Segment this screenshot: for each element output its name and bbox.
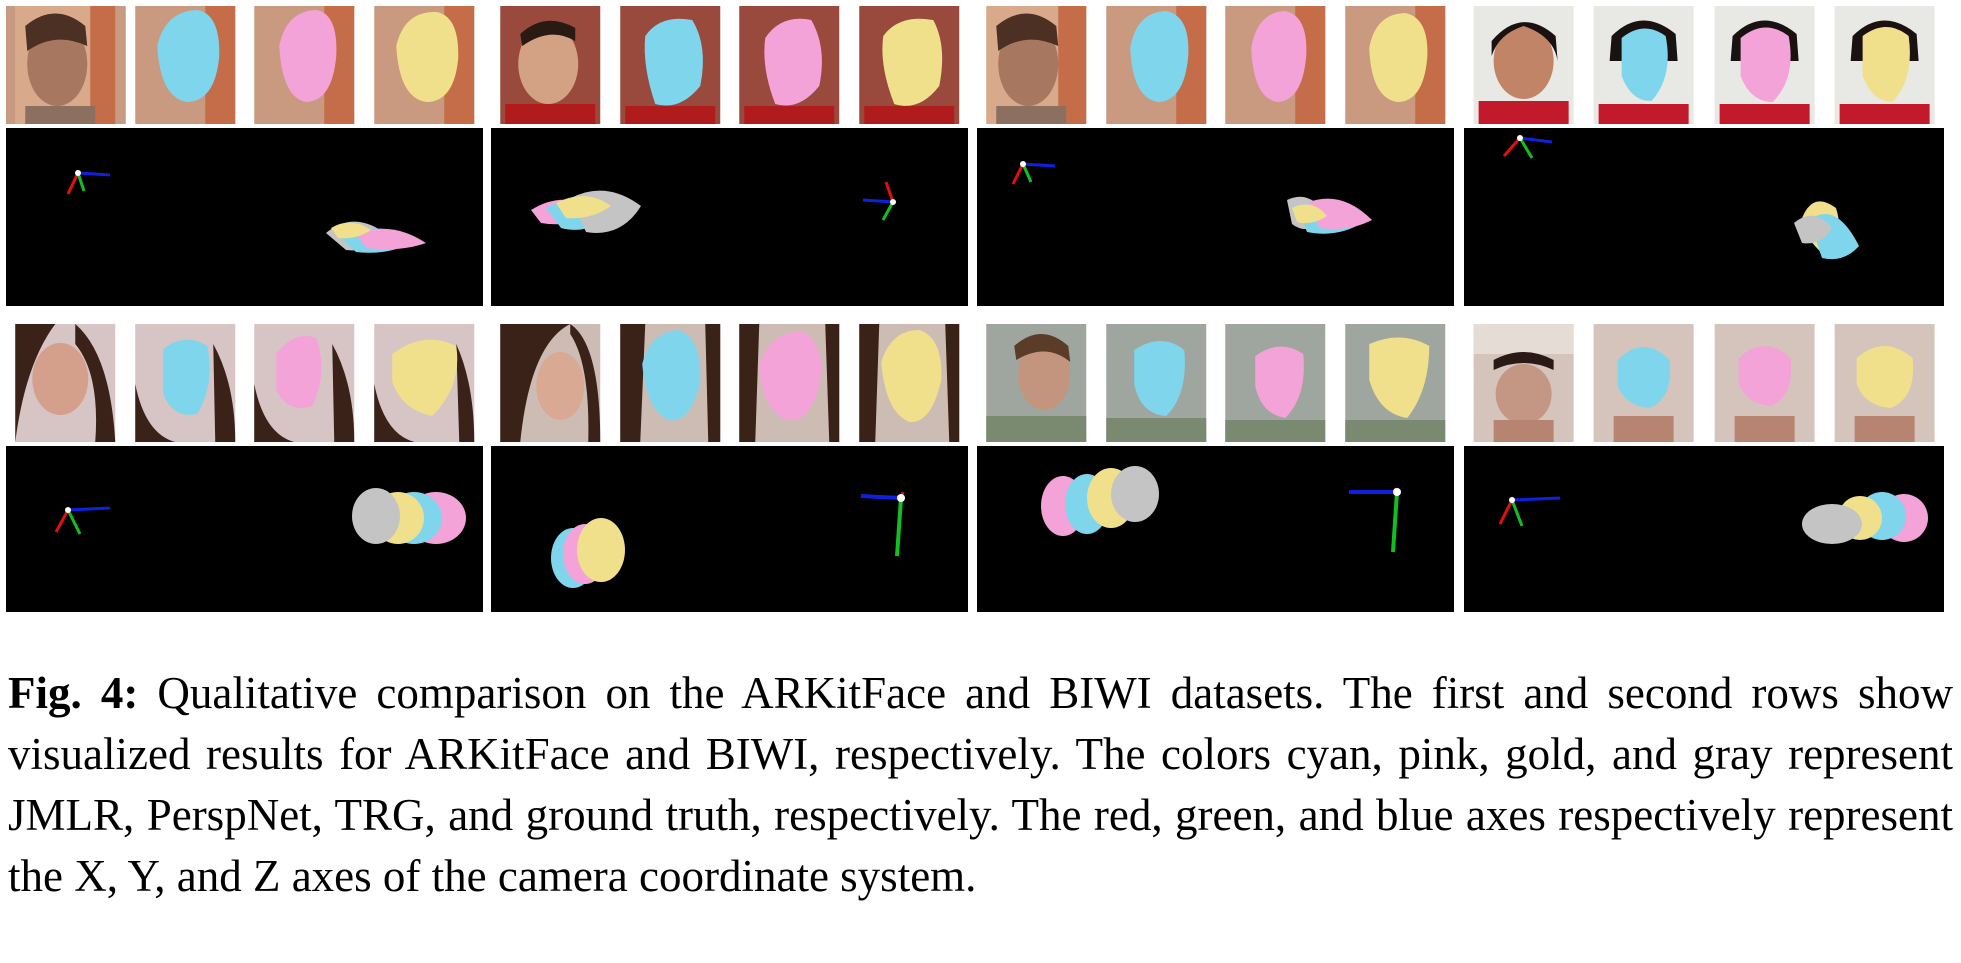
input-photo <box>6 6 126 124</box>
input-photo <box>6 324 126 442</box>
arkitface-panel-1 <box>6 6 483 306</box>
perspnet-result <box>1216 324 1336 442</box>
perspnet-result <box>1705 324 1825 442</box>
trg-result <box>1825 6 1944 124</box>
face-strip <box>1464 6 1944 124</box>
input-photo <box>977 324 1097 442</box>
3d-scene <box>977 128 1454 306</box>
arkitface-panel-2 <box>491 6 968 306</box>
input-photo <box>491 6 611 124</box>
face-mesh-icon <box>1794 201 1859 260</box>
trg-result <box>850 324 969 442</box>
input-photo <box>491 324 611 442</box>
face-mesh-icon <box>1802 492 1928 544</box>
face-mesh-icon <box>1287 196 1372 234</box>
camera-axes-icon <box>1498 496 1561 527</box>
perspnet-result <box>1216 6 1336 124</box>
camera-axes-icon <box>860 491 905 557</box>
caption-text: Qualitative comparison on the ARKitFace … <box>8 668 1953 901</box>
face-mesh-icon <box>1041 466 1159 536</box>
jmlr-result <box>1097 6 1216 124</box>
3d-scene <box>6 128 483 306</box>
arkitface-panel-3 <box>977 6 1454 306</box>
camera-axes-icon <box>54 506 111 535</box>
qualitative-figure <box>6 6 1956 612</box>
trg-result <box>1825 324 1944 442</box>
perspnet-result <box>1705 6 1825 124</box>
camera-axes-icon <box>66 170 111 195</box>
trg-result <box>850 6 969 124</box>
perspnet-result <box>245 324 365 442</box>
camera-axes-icon <box>1502 135 1553 159</box>
face-strip <box>977 324 1454 442</box>
jmlr-result <box>126 324 245 442</box>
face-mesh-icon <box>352 488 466 544</box>
figure-caption: Fig. 4: Qualitative comparison on the AR… <box>8 663 1953 907</box>
face-mesh-icon <box>326 221 426 253</box>
3d-scene <box>977 446 1454 612</box>
3d-scene <box>6 446 483 612</box>
jmlr-result <box>1097 324 1216 442</box>
biwi-panel-3 <box>977 324 1454 612</box>
camera-axes-icon <box>862 181 896 221</box>
trg-result <box>1336 324 1455 442</box>
jmlr-result <box>1584 324 1705 442</box>
perspnet-result <box>245 6 365 124</box>
face-strip <box>6 6 483 124</box>
trg-result <box>1336 6 1455 124</box>
figure-label: Fig. 4: <box>8 668 139 718</box>
face-strip <box>6 324 483 442</box>
3d-scene <box>491 446 968 612</box>
arkitface-panel-4 <box>1464 6 1944 306</box>
face-strip <box>491 324 968 442</box>
biwi-panel-4 <box>1464 324 1944 612</box>
perspnet-result <box>730 324 850 442</box>
input-photo <box>1464 324 1585 442</box>
camera-axes-icon <box>1349 487 1401 553</box>
face-strip <box>1464 324 1944 442</box>
biwi-panel-2 <box>491 324 968 612</box>
input-photo <box>977 6 1097 124</box>
jmlr-result <box>611 6 730 124</box>
face-strip <box>491 6 968 124</box>
trg-result <box>365 6 484 124</box>
jmlr-result <box>1584 6 1705 124</box>
biwi-panel-1 <box>6 324 483 612</box>
trg-result <box>365 324 484 442</box>
jmlr-result <box>126 6 245 124</box>
3d-scene <box>1464 128 1944 306</box>
3d-scene <box>1464 446 1944 612</box>
perspnet-result <box>730 6 850 124</box>
camera-axes-icon <box>1011 161 1056 185</box>
face-mesh-icon <box>551 518 625 588</box>
face-mesh-icon <box>531 190 641 233</box>
3d-scene <box>491 128 968 306</box>
face-strip <box>977 6 1454 124</box>
jmlr-result <box>611 324 730 442</box>
input-photo <box>1464 6 1585 124</box>
